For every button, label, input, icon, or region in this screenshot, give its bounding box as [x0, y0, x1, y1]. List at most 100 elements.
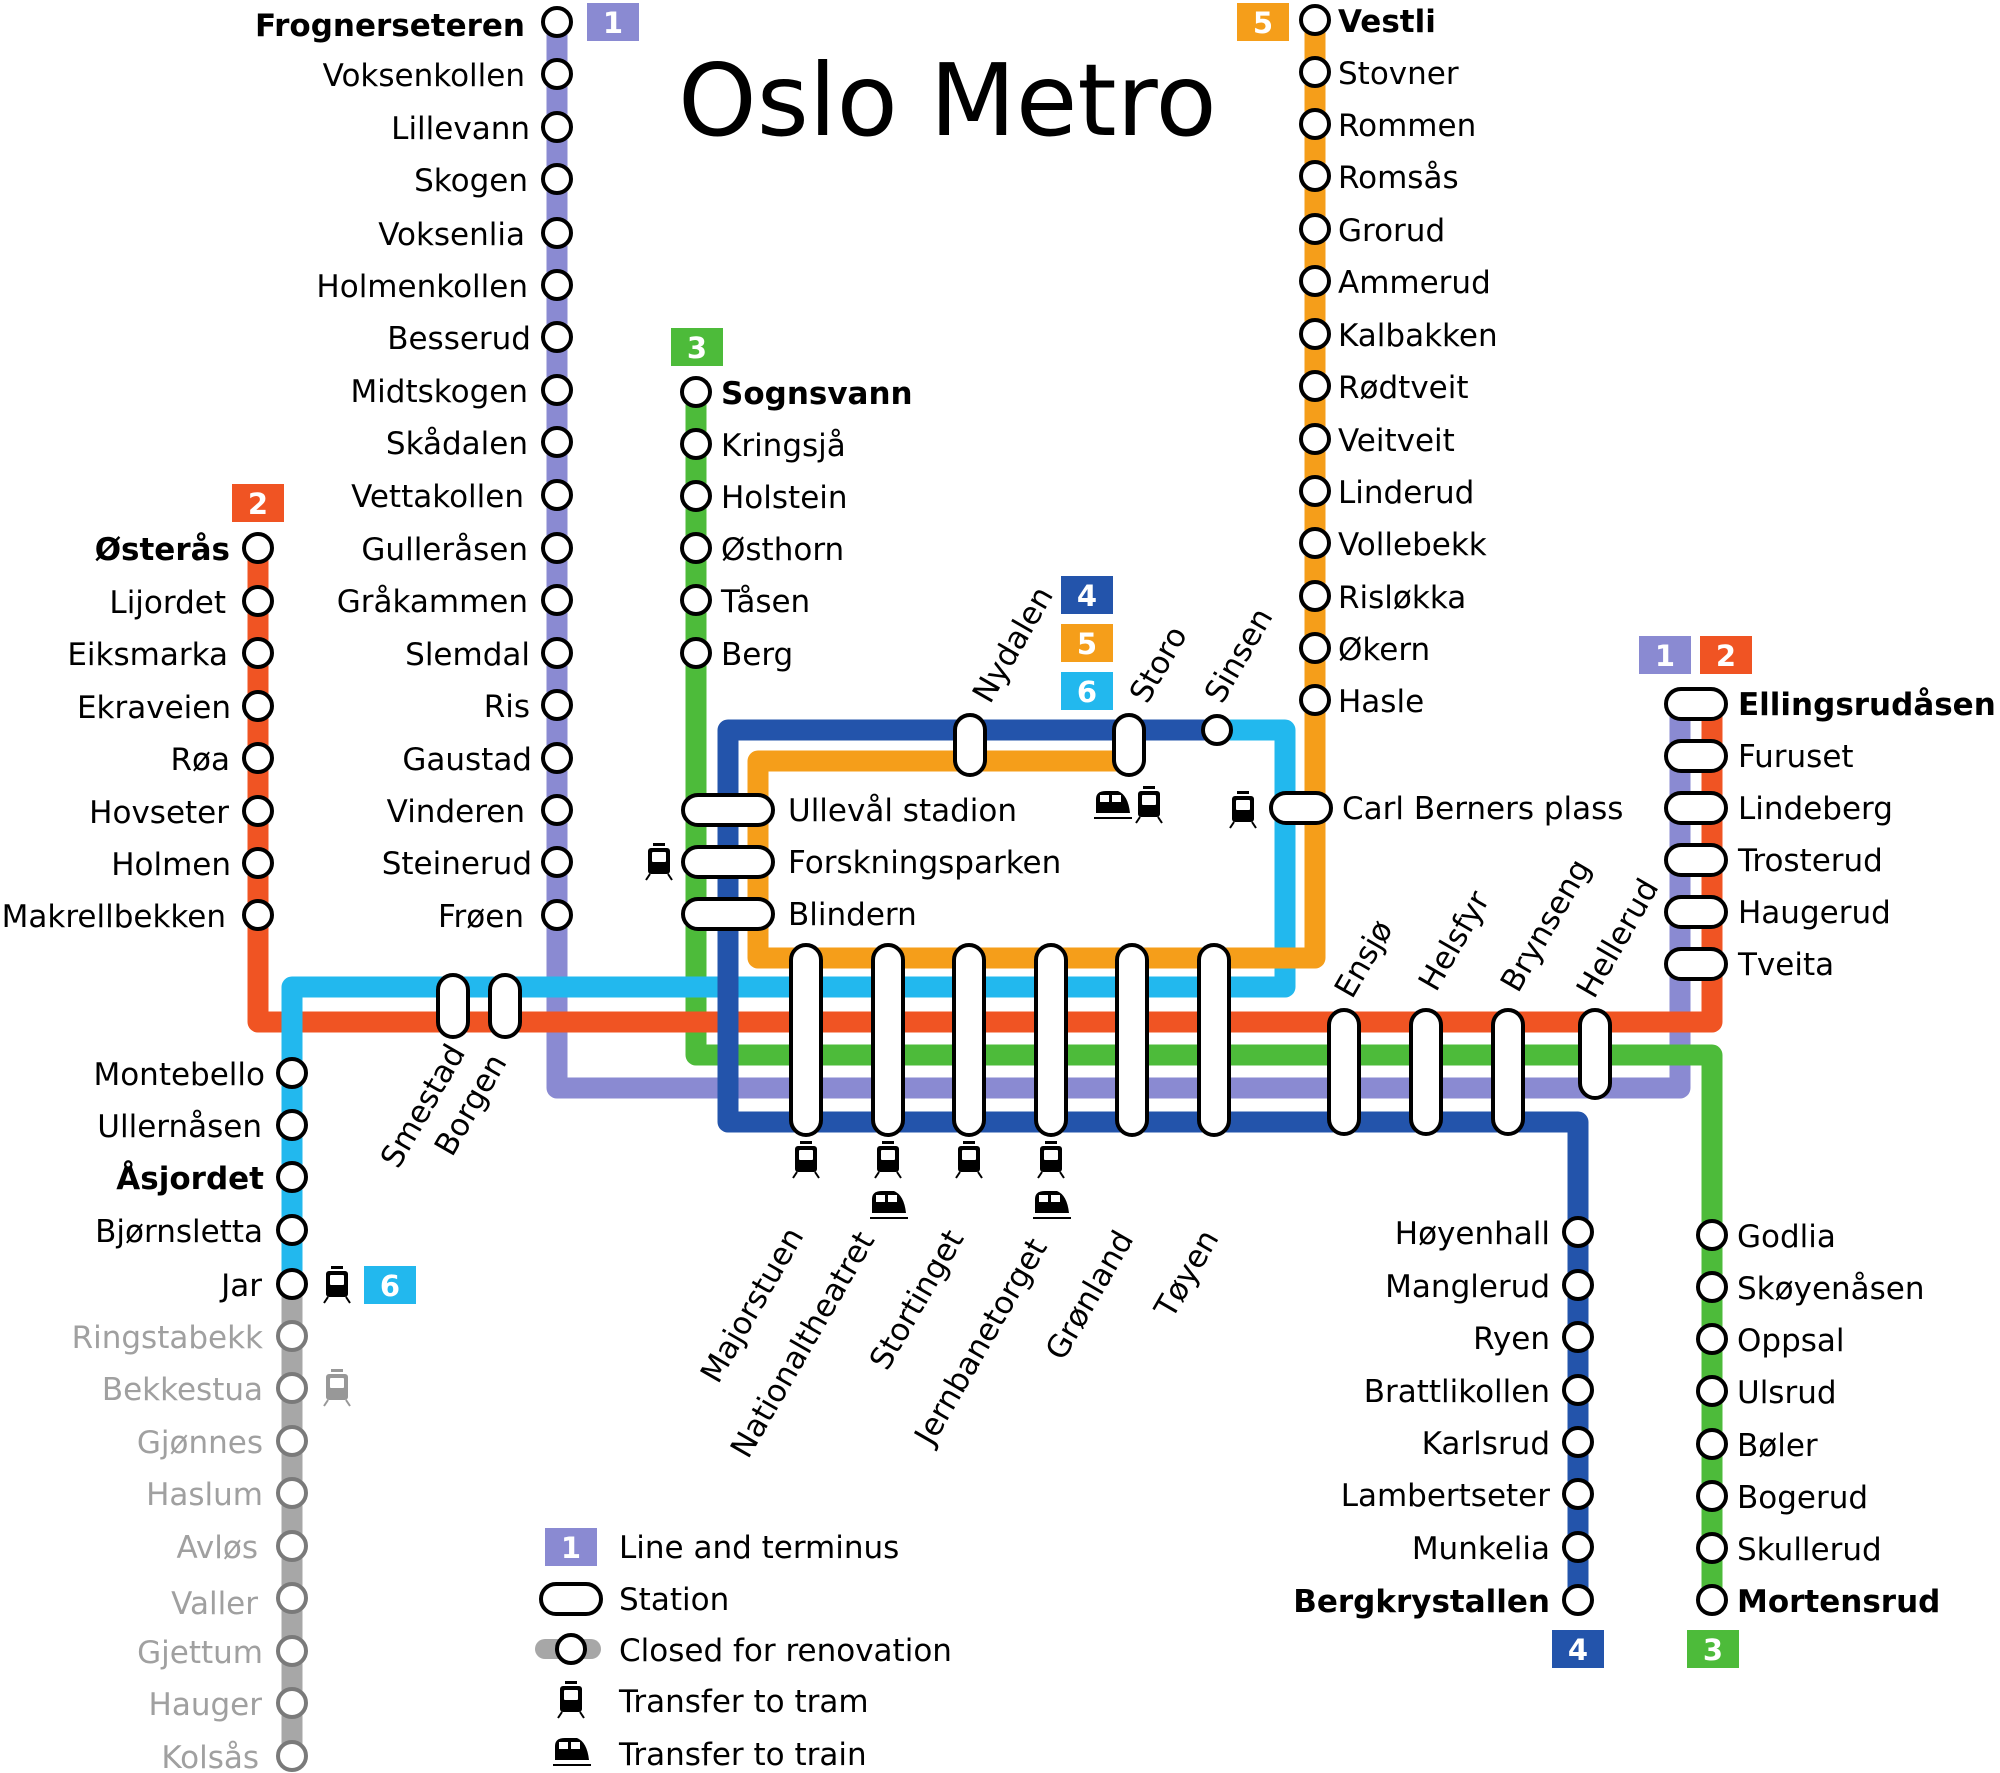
- station-marker[interactable]: [1562, 1374, 1594, 1406]
- station-marker[interactable]: [541, 374, 573, 406]
- closed-station-marker[interactable]: [276, 1687, 308, 1719]
- closed-station-marker[interactable]: [276, 1635, 308, 1667]
- closed-station-marker[interactable]: [276, 1477, 308, 1509]
- station-marker[interactable]: [541, 689, 573, 721]
- closed-station-marker[interactable]: [276, 1582, 308, 1614]
- station-marker[interactable]: [1197, 943, 1231, 1137]
- station-marker[interactable]: [680, 428, 712, 460]
- station-marker[interactable]: [541, 6, 573, 38]
- station-marker[interactable]: [871, 943, 905, 1137]
- station-marker[interactable]: [1664, 739, 1728, 773]
- station-marker[interactable]: [1299, 580, 1331, 612]
- station-marker[interactable]: [541, 479, 573, 511]
- station-marker[interactable]: [1696, 1428, 1728, 1460]
- station-marker[interactable]: [1562, 1478, 1594, 1510]
- station-marker[interactable]: [541, 321, 573, 353]
- station-marker[interactable]: [1112, 713, 1146, 777]
- station-marker[interactable]: [242, 690, 274, 722]
- station-marker[interactable]: [789, 943, 823, 1137]
- closed-station-marker[interactable]: [276, 1740, 308, 1772]
- station-marker[interactable]: [1299, 213, 1331, 245]
- station-marker[interactable]: [1664, 895, 1728, 929]
- station-marker[interactable]: [681, 845, 775, 879]
- station-marker[interactable]: [1491, 1008, 1525, 1136]
- station-marker[interactable]: [541, 426, 573, 458]
- station-marker[interactable]: [242, 742, 274, 774]
- station-marker[interactable]: [952, 943, 986, 1137]
- station-marker[interactable]: [1034, 943, 1068, 1137]
- station-marker[interactable]: [1299, 160, 1331, 192]
- station-marker[interactable]: [276, 1214, 308, 1246]
- station-marker[interactable]: [680, 532, 712, 564]
- station-marker[interactable]: [1664, 791, 1728, 825]
- station-marker[interactable]: [1299, 370, 1331, 402]
- station-marker[interactable]: [1664, 843, 1728, 877]
- station-marker[interactable]: [1696, 1323, 1728, 1355]
- station-marker[interactable]: [680, 584, 712, 616]
- station-marker[interactable]: [541, 163, 573, 195]
- station-marker[interactable]: [1696, 1271, 1728, 1303]
- station-marker[interactable]: [1664, 947, 1728, 981]
- station-marker[interactable]: [1664, 687, 1728, 721]
- station-marker[interactable]: [541, 217, 573, 249]
- station-marker[interactable]: [242, 637, 274, 669]
- station-marker[interactable]: [1578, 1008, 1612, 1100]
- station-marker[interactable]: [541, 637, 573, 669]
- station-marker[interactable]: [242, 585, 274, 617]
- station-marker[interactable]: [541, 584, 573, 616]
- station-marker[interactable]: [541, 794, 573, 826]
- closed-station-marker[interactable]: [276, 1530, 308, 1562]
- closed-station-marker[interactable]: [276, 1425, 308, 1457]
- station-marker[interactable]: [1696, 1480, 1728, 1512]
- station-marker[interactable]: [1299, 632, 1331, 664]
- station-marker[interactable]: [541, 742, 573, 774]
- station-marker[interactable]: [1696, 1584, 1728, 1616]
- station-marker[interactable]: [1299, 108, 1331, 140]
- station-marker[interactable]: [1696, 1219, 1728, 1251]
- station-marker[interactable]: [436, 973, 470, 1039]
- station-marker[interactable]: [1696, 1532, 1728, 1564]
- station-marker[interactable]: [276, 1268, 308, 1300]
- station-marker[interactable]: [1562, 1321, 1594, 1353]
- closed-station-marker[interactable]: [276, 1372, 308, 1404]
- station-marker[interactable]: [276, 1109, 308, 1141]
- station-marker[interactable]: [1299, 318, 1331, 350]
- station-marker[interactable]: [1299, 423, 1331, 455]
- station-marker[interactable]: [1562, 1584, 1594, 1616]
- station-marker[interactable]: [953, 713, 987, 777]
- station-marker[interactable]: [1409, 1008, 1443, 1136]
- station-marker[interactable]: [541, 269, 573, 301]
- station-marker[interactable]: [242, 532, 274, 564]
- station-marker[interactable]: [541, 111, 573, 143]
- station-marker[interactable]: [541, 532, 573, 564]
- station-marker[interactable]: [276, 1057, 308, 1089]
- station-marker[interactable]: [541, 846, 573, 878]
- station-marker[interactable]: [680, 637, 712, 669]
- station-marker[interactable]: [681, 793, 775, 827]
- station-marker[interactable]: [1562, 1216, 1594, 1248]
- station-marker[interactable]: [1299, 475, 1331, 507]
- station-marker[interactable]: [680, 480, 712, 512]
- station-marker[interactable]: [276, 1161, 308, 1193]
- station-marker[interactable]: [1562, 1269, 1594, 1301]
- station-marker[interactable]: [242, 795, 274, 827]
- station-marker[interactable]: [680, 376, 712, 408]
- station-marker[interactable]: [1115, 943, 1149, 1137]
- station-marker[interactable]: [1299, 265, 1331, 297]
- station-marker[interactable]: [1696, 1375, 1728, 1407]
- station-marker[interactable]: [242, 847, 274, 879]
- station-marker[interactable]: [1299, 4, 1331, 36]
- station-marker[interactable]: [1269, 791, 1333, 825]
- station-marker[interactable]: [1299, 684, 1331, 716]
- station-marker[interactable]: [541, 58, 573, 90]
- station-marker[interactable]: [1327, 1008, 1361, 1136]
- station-marker[interactable]: [1299, 56, 1331, 88]
- station-marker[interactable]: [1562, 1531, 1594, 1563]
- station-marker[interactable]: [1562, 1426, 1594, 1458]
- station-marker[interactable]: [242, 899, 274, 931]
- station-marker[interactable]: [681, 897, 775, 931]
- station-marker[interactable]: [1201, 714, 1233, 746]
- closed-station-marker[interactable]: [276, 1320, 308, 1352]
- station-marker[interactable]: [1299, 527, 1331, 559]
- station-marker[interactable]: [541, 899, 573, 931]
